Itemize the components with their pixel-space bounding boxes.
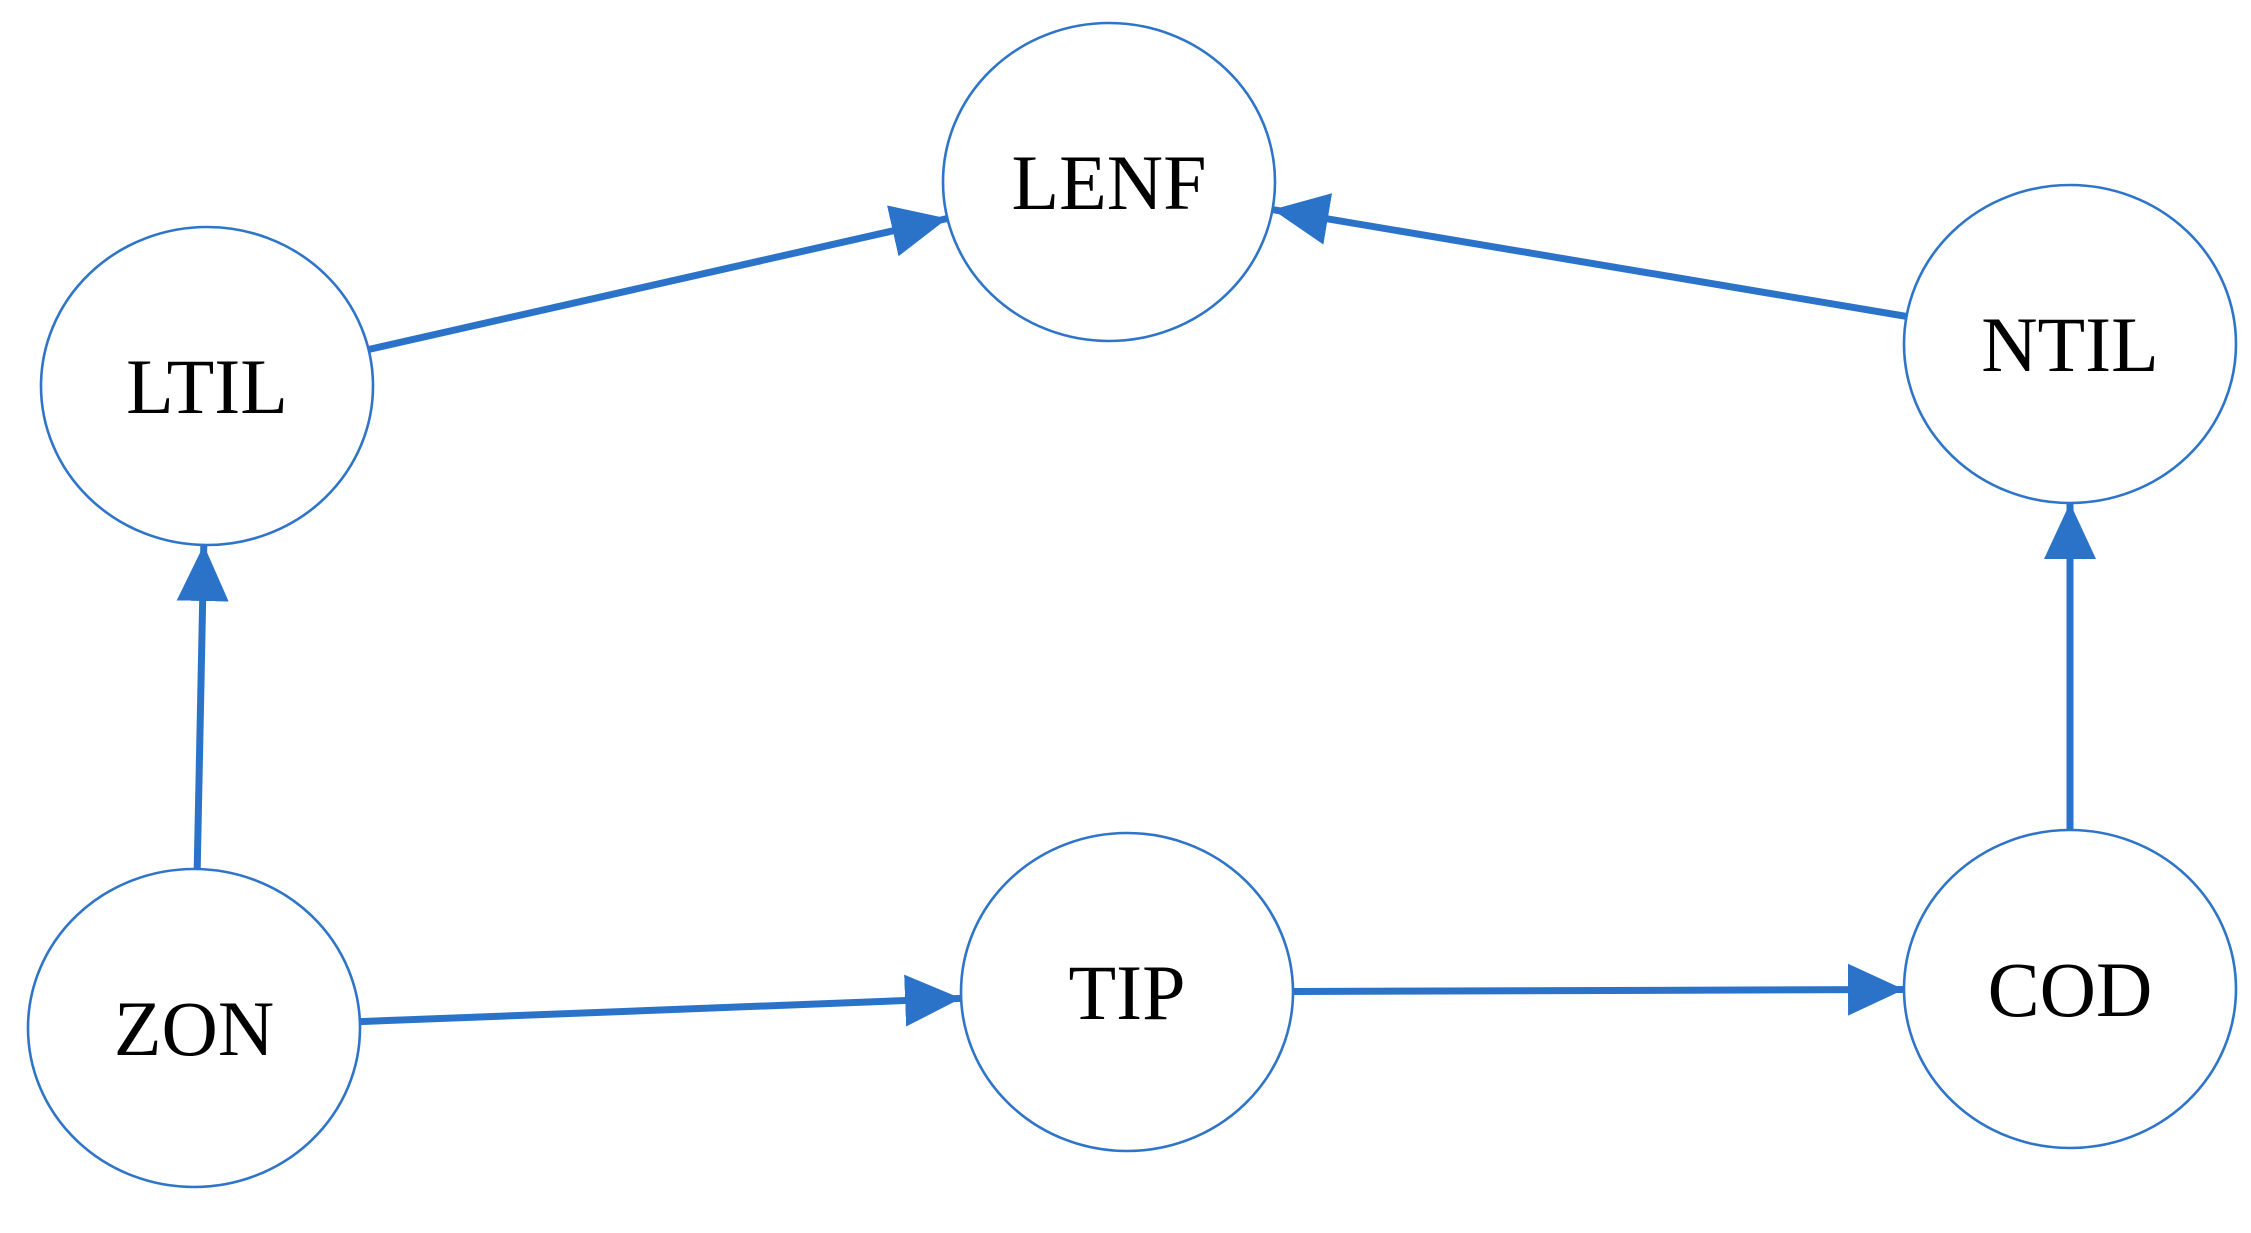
node-label-ltil: LTIL xyxy=(126,343,288,430)
node-circle-zon xyxy=(26,867,362,1189)
edge-zon-tip xyxy=(359,974,962,1027)
node-circle-lenf xyxy=(941,21,1277,343)
edge-ltil-lenf xyxy=(367,205,949,353)
node-label-tip: TIP xyxy=(1069,949,1186,1036)
node-tip: TIP xyxy=(959,831,1295,1153)
node-label-zon: ZON xyxy=(114,985,274,1072)
node-circle-ltil xyxy=(39,225,375,547)
node-zon: ZON xyxy=(26,867,362,1189)
node-ntil: NTIL xyxy=(1902,183,2238,505)
node-cod: COD xyxy=(1902,828,2238,1150)
node-circle-tip xyxy=(959,831,1295,1153)
node-circle-cod xyxy=(1902,828,2238,1150)
node-label-ntil: NTIL xyxy=(1981,301,2159,388)
node-label-lenf: LENF xyxy=(1012,139,1207,226)
edge-ntil-lenf xyxy=(1271,193,1908,320)
node-ltil: LTIL xyxy=(39,225,375,547)
node-lenf: LENF xyxy=(941,21,1277,343)
edge-tip-cod xyxy=(1292,963,1905,1016)
node-circle-ntil xyxy=(1902,183,2238,505)
edge-zon-ltil xyxy=(176,544,229,870)
node-label-cod: COD xyxy=(1988,946,2153,1033)
